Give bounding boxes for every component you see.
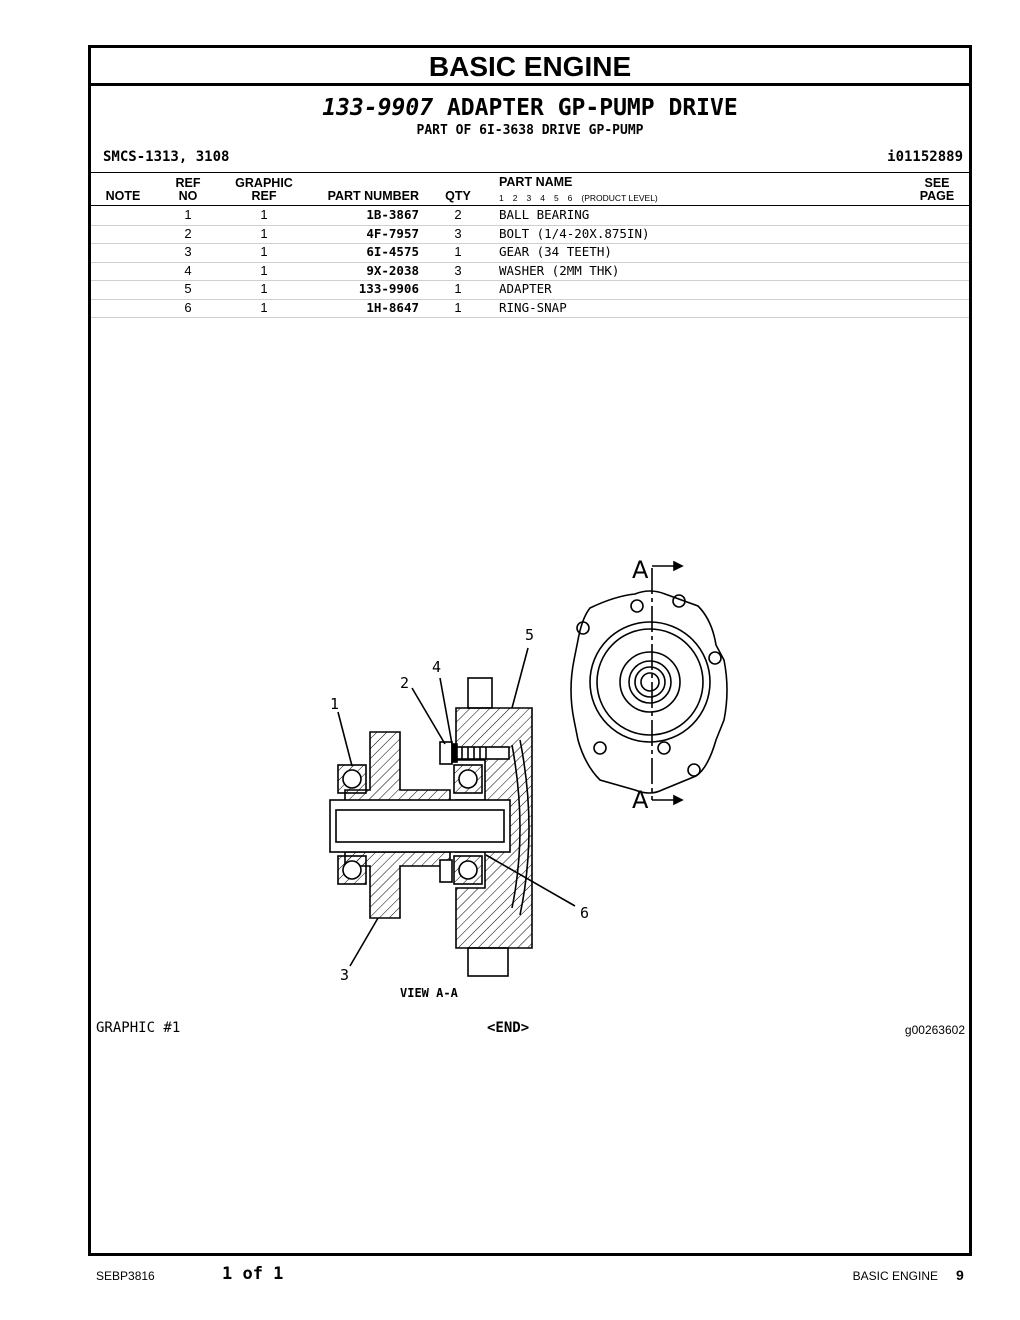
col-see-header-1: SEE (924, 176, 950, 190)
document-title: 133-9907 ADAPTER GP-PUMP DRIVE (91, 94, 969, 122)
table-row: 5 1 133-9906 1 ADAPTER (91, 280, 969, 300)
quantity: 2 (454, 207, 462, 222)
view-label: VIEW A-A (400, 986, 459, 1000)
assembly-name: ADAPTER GP-PUMP DRIVE (446, 95, 738, 121)
callout-4: 4 (432, 658, 441, 676)
col-see-header-2: PAGE (919, 189, 955, 203)
end-view (570, 560, 728, 806)
col-graphic-header-2: REF (251, 189, 277, 203)
part-number: 1H-8647 (366, 299, 419, 315)
ref-no: 5 (184, 281, 192, 296)
cross-section-view (329, 647, 576, 977)
graphic-ref: 1 (260, 262, 268, 278)
bolt-shank (456, 746, 510, 760)
part-number: 1B-3867 (366, 207, 419, 222)
col-ref-header-1: REF (175, 176, 201, 190)
section-marker-bottom: A (632, 786, 649, 814)
footer-section: BASIC ENGINE (852, 1269, 938, 1283)
graphic-number: g00263602 (904, 1023, 965, 1037)
page-of: 1 of 1 (222, 1264, 284, 1284)
callout-6: 6 (580, 904, 589, 922)
part-number: 4F-7957 (366, 225, 419, 241)
graphic-ref: 1 (260, 281, 268, 296)
col-part-name-header: PART NAME (499, 175, 573, 189)
quantity: 1 (454, 299, 462, 315)
section-title: BASIC ENGINE (91, 48, 969, 86)
publication-number: SEBP3816 (96, 1269, 155, 1283)
table-row: 6 1 1H-8647 1 RING-SNAP (91, 299, 969, 318)
level-6: 6 (567, 193, 573, 203)
part-name: BOLT (1/4-20X.875IN) (499, 225, 650, 241)
callout-3: 3 (340, 966, 349, 984)
level-3: 3 (526, 193, 532, 203)
illustration-id: i01152889 (887, 149, 963, 165)
section-marker-top: A (632, 556, 649, 584)
header-top-rule (91, 172, 969, 173)
levels-label: (PRODUCT LEVEL) (581, 193, 658, 203)
table-row: 1 1 1B-3867 2 BALL BEARING (91, 206, 969, 226)
table-row: 3 1 6I-4575 1 GEAR (34 TEETH) (91, 243, 969, 263)
part-name: BALL BEARING (499, 207, 590, 222)
table-row: 2 1 4F-7957 3 BOLT (1/4-20X.875IN) (91, 225, 969, 244)
part-name: RING-SNAP (499, 299, 567, 315)
graphic-label: GRAPHIC #1 (96, 1020, 181, 1036)
ref-no: 3 (184, 244, 192, 259)
callout-5: 5 (525, 626, 534, 644)
part-number: 6I-4575 (366, 244, 419, 259)
level-2: 2 (512, 193, 518, 203)
graphic-ref: 1 (260, 299, 268, 315)
col-qty-header: QTY (445, 189, 471, 203)
page-frame: BASIC ENGINE 133-9907 ADAPTER GP-PUMP DR… (88, 45, 972, 1256)
part-name: ADAPTER (499, 281, 552, 296)
col-graphic-header-1: GRAPHIC (235, 176, 293, 190)
level-5: 5 (553, 193, 559, 203)
col-note-header: NOTE (105, 189, 141, 203)
col-ref-header-2: NO (178, 189, 198, 203)
callout-1: 1 (330, 695, 339, 713)
part-name: WASHER (2MM THK) (499, 262, 620, 278)
shaft-shape (329, 799, 511, 853)
graphic-ref: 1 (260, 244, 268, 259)
part-name: GEAR (34 TEETH) (499, 244, 612, 259)
header-bottom-rule (91, 205, 969, 206)
graphic-ref: 1 (260, 207, 268, 222)
callout-2: 2 (400, 674, 409, 692)
end-marker: <END> (487, 1020, 530, 1036)
assembly-part-number: 133-9907 (322, 95, 434, 121)
quantity: 1 (454, 244, 462, 259)
ref-no: 6 (184, 299, 192, 315)
flange-outline (570, 590, 728, 794)
table-row: 4 1 9X-2038 3 WASHER (2MM THK) (91, 262, 969, 281)
ref-no: 4 (184, 262, 192, 278)
ref-no: 1 (184, 207, 192, 222)
page-number: 9 (956, 1267, 964, 1283)
part-number: 9X-2038 (366, 262, 419, 278)
part-number: 133-9906 (358, 281, 419, 296)
level-4: 4 (540, 193, 545, 203)
level-1: 1 (499, 193, 504, 203)
bolt-head (439, 741, 453, 765)
subtitle: PART OF 6I-3638 DRIVE GP-PUMP (416, 123, 644, 138)
quantity: 1 (454, 281, 462, 296)
graphic-ref: 1 (260, 225, 268, 241)
col-part-number-header: PART NUMBER (327, 189, 419, 203)
quantity: 3 (454, 225, 462, 241)
ref-no: 2 (184, 225, 192, 241)
smcs-codes: SMCS-1313, 3108 (103, 149, 230, 165)
quantity: 3 (454, 262, 462, 278)
